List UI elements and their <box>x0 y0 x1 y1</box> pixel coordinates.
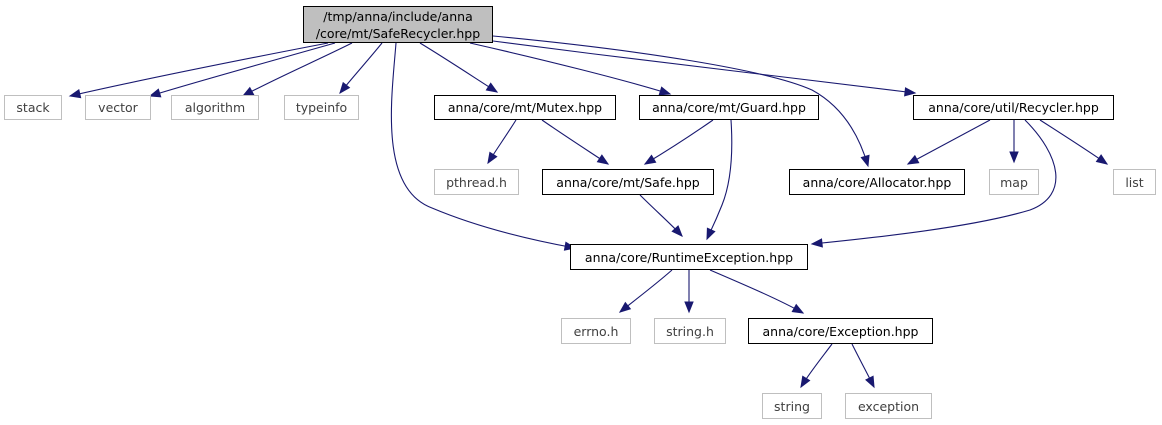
node-exception[interactable]: exception <box>845 393 932 419</box>
arrowhead-recycler-to-allocator <box>906 154 920 165</box>
edge-root-to-algorithm <box>242 42 353 97</box>
arrowhead-exception-hpp-to-string <box>800 375 811 389</box>
node-stack[interactable]: stack <box>4 95 62 120</box>
edge-mutex-to-safe <box>541 119 609 165</box>
edge-root-to-recycler <box>492 40 916 94</box>
arrowhead-root-to-stack <box>68 89 82 99</box>
edge-guard-to-safe <box>644 119 714 165</box>
arrowhead-recycler-to-map <box>1009 151 1019 164</box>
edge-root-to-mutex <box>419 42 498 93</box>
node-mutex[interactable]: anna/core/mt/Mutex.hpp <box>434 95 616 120</box>
edge-recycler-to-allocator <box>907 119 991 165</box>
node-typeinfo[interactable]: typeinfo <box>284 95 359 120</box>
arrowhead-root-to-mutex <box>485 82 499 93</box>
edge-root-to-vector <box>149 42 336 97</box>
arrowhead-recycler-to-runtime-exception <box>810 238 823 248</box>
arrowhead-runtime-exception-to-errno <box>618 301 632 313</box>
node-safe[interactable]: anna/core/mt/Safe.hpp <box>542 169 714 195</box>
edge-root-to-stack <box>69 42 329 97</box>
node-allocator[interactable]: anna/core/Allocator.hpp <box>789 169 965 195</box>
arrowhead-runtime-exception-to-exception-hpp <box>791 303 805 314</box>
arrowhead-mutex-to-safe <box>596 154 610 165</box>
node-string[interactable]: string <box>762 393 822 419</box>
arrowhead-guard-to-runtime-exception <box>706 227 716 241</box>
node-root-saferecycler[interactable]: /tmp/anna/include/anna /core/mt/SafeRecy… <box>303 6 493 43</box>
arrowhead-root-to-typeinfo <box>339 81 351 95</box>
node-runtime-exception[interactable]: anna/core/RuntimeException.hpp <box>570 244 808 270</box>
arrowhead-safe-to-runtime-exception <box>671 225 683 237</box>
node-list[interactable]: list <box>1113 169 1156 195</box>
arrowhead-root-to-guard <box>658 86 672 96</box>
arrowhead-root-to-allocator <box>860 154 870 168</box>
edge-root-to-allocator <box>492 35 869 167</box>
node-string-h[interactable]: string.h <box>654 318 726 344</box>
arrowhead-mutex-to-pthread <box>487 151 498 165</box>
edge-root-to-guard <box>469 42 671 95</box>
arrowhead-exception-hpp-to-exception <box>865 375 875 389</box>
arrowhead-recycler-to-list <box>1095 154 1109 165</box>
edge-recycler-to-list <box>1039 119 1108 165</box>
arrowhead-guard-to-safe <box>643 154 657 165</box>
node-map[interactable]: map <box>989 169 1039 195</box>
node-errno[interactable]: errno.h <box>561 318 631 344</box>
node-pthread[interactable]: pthread.h <box>434 169 519 195</box>
arrowhead-root-to-vector <box>148 88 162 98</box>
root-label-line1: /tmp/anna/include/anna <box>323 8 473 24</box>
node-algorithm[interactable]: algorithm <box>171 95 259 120</box>
edge-runtime-exception-to-exception-hpp <box>709 269 804 314</box>
node-recycler[interactable]: anna/core/util/Recycler.hpp <box>913 95 1114 120</box>
edge-recycler-to-runtime-exception <box>811 119 1057 245</box>
edge-root-to-runtime-exception <box>390 42 576 249</box>
arrowhead-runtime-exception-to-string-h <box>684 301 694 314</box>
node-vector[interactable]: vector <box>85 95 151 120</box>
node-guard[interactable]: anna/core/mt/Guard.hpp <box>639 95 819 120</box>
arrowhead-root-to-recycler <box>904 87 917 97</box>
node-exception-hpp[interactable]: anna/core/Exception.hpp <box>748 318 933 344</box>
root-label-line2: /core/mt/SafeRecycler.hpp <box>315 25 481 41</box>
